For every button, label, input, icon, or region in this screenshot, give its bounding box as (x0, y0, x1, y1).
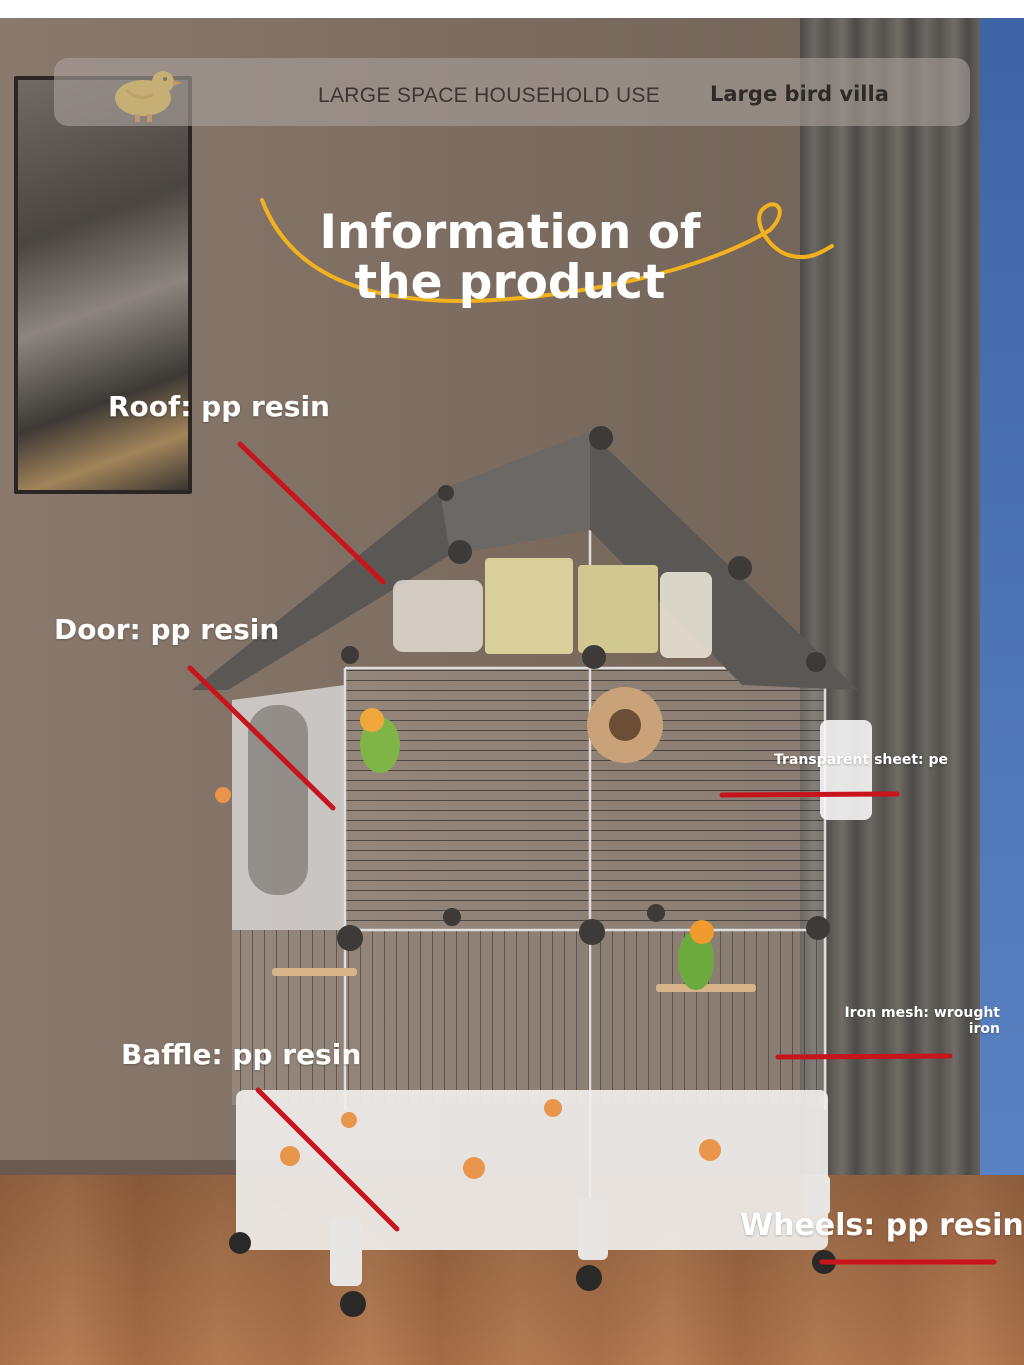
baffle-leader-line (255, 1087, 400, 1232)
title-line-1: Information of (319, 205, 701, 260)
banner-product-name: Large bird villa (710, 82, 889, 106)
roof-leader-line (237, 441, 386, 585)
page-title: Information of the product (210, 208, 810, 308)
roof-callout: Roof: pp resin (108, 390, 330, 423)
window (980, 18, 1024, 1175)
iron-mesh-callout-line-1: Iron mesh: wrought (844, 1005, 1000, 1021)
curtain (800, 18, 980, 1175)
door-callout: Door: pp resin (54, 613, 280, 646)
baffle-callout: Baffle: pp resin (121, 1038, 362, 1071)
iron-mesh-callout: Iron mesh: wrought iron (800, 1005, 1000, 1037)
top-banner (54, 58, 970, 126)
door-leader-line (187, 665, 336, 811)
banner-tagline: LARGE SPACE HOUSEHOLD USE (318, 84, 661, 107)
iron-mesh-callout-line-2: iron (968, 1021, 1000, 1037)
wall-painting (14, 76, 192, 494)
transparent-sheet-leader-line (719, 791, 900, 798)
wheels-callout: Wheels: pp resin (740, 1208, 1024, 1243)
transparent-sheet-callout: Transparent sheet: pe (774, 752, 949, 768)
iron-mesh-leader-line (775, 1053, 953, 1060)
top-border (0, 0, 1024, 18)
title-line-2: the product (354, 255, 666, 310)
